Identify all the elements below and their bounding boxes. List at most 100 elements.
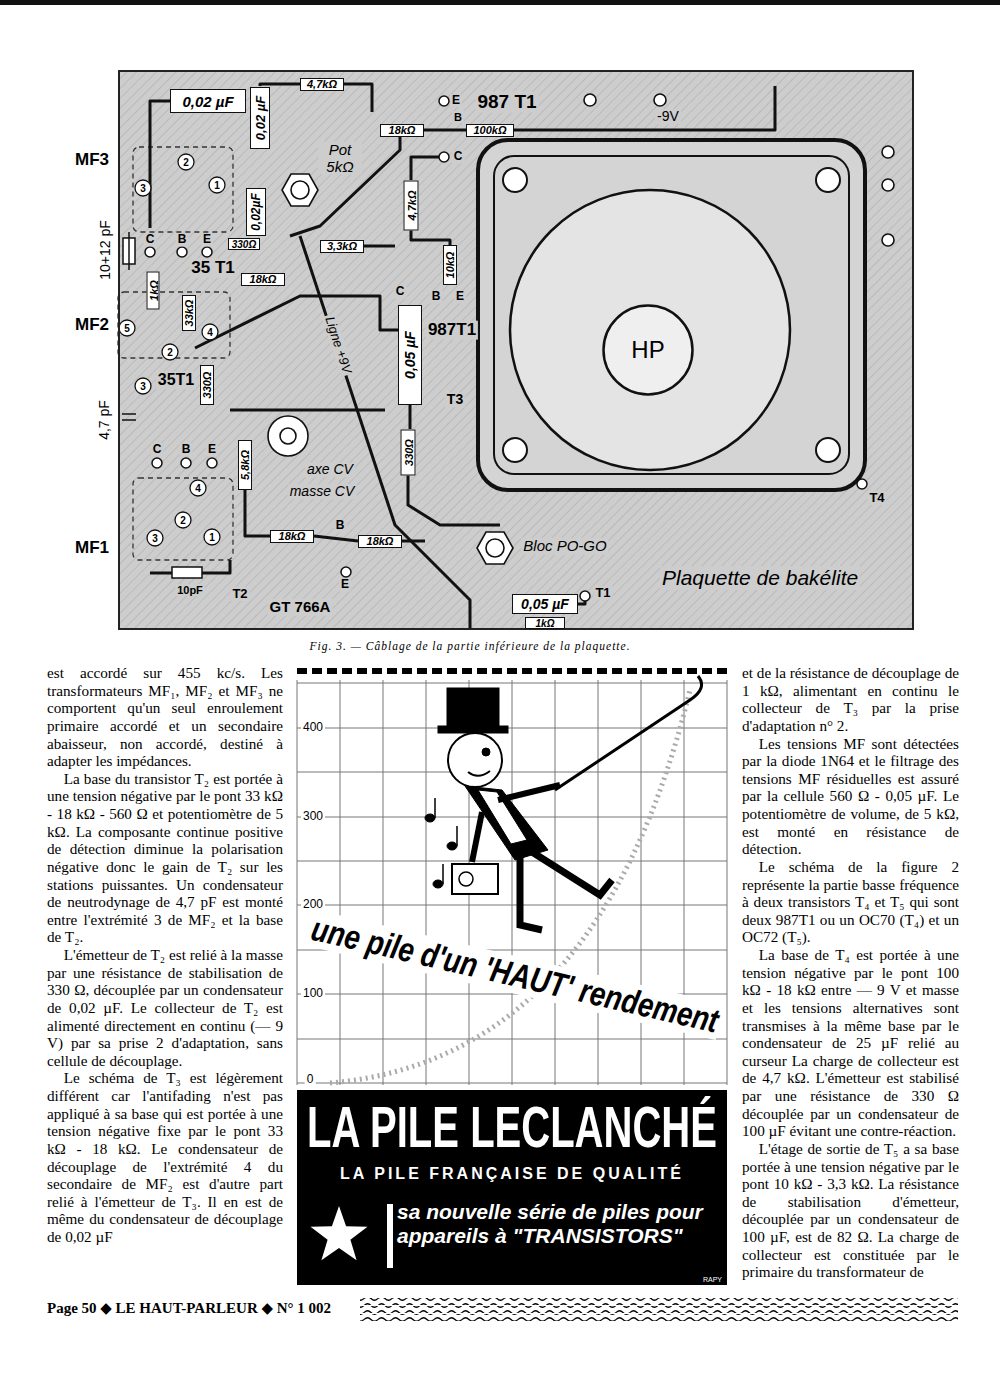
solder-pad <box>181 458 191 468</box>
pin-number: 3 <box>152 533 158 544</box>
resistor-box: 3,3kΩ <box>320 240 364 253</box>
mounting-holes <box>477 532 513 564</box>
part-label: -9V <box>655 109 681 124</box>
board-title: Plaquette de bakélite <box>660 566 860 590</box>
part-label: 35 T1 <box>189 259 236 278</box>
part-label: E <box>206 443 218 456</box>
star-emblem <box>305 1198 397 1274</box>
wiring <box>202 560 230 573</box>
solder-pad <box>439 96 449 106</box>
part-label: T4 <box>867 491 886 505</box>
resistor-value: 5,8kΩ <box>239 450 251 480</box>
chart-grid <box>297 861 727 862</box>
loudspeaker <box>478 140 865 490</box>
capacitor-symbol <box>122 232 202 578</box>
cartoon-figure <box>520 856 542 930</box>
part-label: 987 T1 <box>475 92 538 113</box>
cartoon-figure <box>482 748 490 756</box>
pin-number: 3 <box>140 183 146 194</box>
resistor-box: 330Ω <box>228 238 260 250</box>
chart-grid <box>297 680 727 1085</box>
chart-grid <box>297 1083 727 1084</box>
part-label: B <box>452 111 464 123</box>
resistor-box: 100kΩ <box>466 124 514 137</box>
part-label: Ligne +9V <box>321 313 354 377</box>
part-label: E <box>339 578 351 591</box>
cartoon-figure <box>438 726 508 733</box>
part-label: une pile d'un 'HAUT' rendement <box>306 910 723 1041</box>
resistor-value: 1kΩ <box>147 280 159 301</box>
resistor-value: 100kΩ <box>473 124 506 136</box>
solder-pad <box>207 458 217 468</box>
chart-grid <box>426 680 427 1085</box>
wiring <box>364 245 395 248</box>
transformer-outline <box>133 147 233 232</box>
pin-number-ring <box>162 344 178 360</box>
pin-number-ring <box>178 154 194 170</box>
divider-bar <box>387 1204 393 1268</box>
circuit-board: Plaquette de bakéliteHP0,02 µF4,7kΩ0,02 … <box>120 72 912 628</box>
figure-caption: Fig. 3. — Câblage de la partie inférieur… <box>309 640 630 652</box>
resistor-box: 4,7kΩ <box>404 180 419 230</box>
part-label: B <box>176 233 189 246</box>
capacitor-value: 0,05 µF <box>402 331 418 379</box>
mounting-holes <box>882 234 894 246</box>
wiring <box>514 86 775 130</box>
part-label: E <box>450 94 462 107</box>
part-label: 300 <box>301 810 325 823</box>
pin-number: 2 <box>183 157 189 168</box>
capacitor-symbol <box>128 232 130 270</box>
resistor-value: 18kΩ <box>389 124 416 136</box>
body-paragraph: L'étage de sortie de T₅ a sa base portée… <box>742 1140 959 1281</box>
scan-border <box>0 0 1000 5</box>
capacitor-symbol <box>122 419 136 421</box>
solder-pad <box>857 479 867 489</box>
cartoon-figure <box>433 880 443 888</box>
chart-grid <box>641 680 642 1085</box>
wiring <box>260 84 300 86</box>
loudspeaker <box>503 438 527 462</box>
part-label: B <box>430 290 443 303</box>
footer-rule <box>360 1306 958 1313</box>
mounting-holes <box>882 179 894 191</box>
mounting-holes <box>291 181 309 199</box>
resistor-value: 33kΩ <box>183 300 195 327</box>
solder-pad <box>177 247 187 257</box>
part-label: 4,7 pF <box>97 400 112 440</box>
advert-banner: LA PILE LECLANCHÉLA PILE FRANÇAISE DE QU… <box>297 1090 727 1285</box>
pin-number-ring <box>135 180 151 196</box>
resistor-value: 18kΩ <box>367 535 394 547</box>
cartoon-figure <box>425 814 435 822</box>
brand-name: LA PILE LECLANCHÉ <box>307 1098 717 1156</box>
capacitor-box: 0,02 µF <box>250 87 270 149</box>
chart-grid <box>297 728 727 729</box>
wiring <box>230 409 385 412</box>
resistor-box: 5,8kΩ <box>238 440 252 490</box>
page-footer: Page 50 ◆ LE HAUT-PARLEUR ◆ N° 1 002 <box>47 1300 331 1317</box>
part-label: E <box>454 290 466 303</box>
capacitor-value: 0,02µF <box>249 193 263 231</box>
solder-pad <box>152 458 162 468</box>
loudspeaker <box>816 438 840 462</box>
resistor-value: 330Ω <box>402 439 414 466</box>
part-label: axe CV <box>305 462 355 477</box>
pin-number: 2 <box>180 515 186 526</box>
part-label: Bloc PO-GO <box>521 538 608 555</box>
pin-number: 4 <box>207 327 213 338</box>
part-label: 987T1 <box>426 321 478 340</box>
wiring <box>409 405 412 429</box>
resistor-value: 3,3kΩ <box>327 240 357 252</box>
resistor-value: 4,7kΩ <box>307 78 337 90</box>
pin-number-ring <box>190 480 206 496</box>
part-label: T1 <box>593 586 612 600</box>
cartoon-figure <box>472 812 482 862</box>
part-label: Pot 5kΩ <box>318 142 362 175</box>
cartoon-figure <box>468 771 490 776</box>
part-label: C <box>394 285 407 298</box>
capacitor-symbol <box>122 413 136 415</box>
chart-grid <box>297 1039 727 1040</box>
capacitor-box: 0,02 µF <box>170 89 246 113</box>
wiring <box>195 296 398 348</box>
chart-grid <box>512 680 513 1085</box>
body-paragraph: La base du transistor T₂ est portée à un… <box>47 770 283 946</box>
